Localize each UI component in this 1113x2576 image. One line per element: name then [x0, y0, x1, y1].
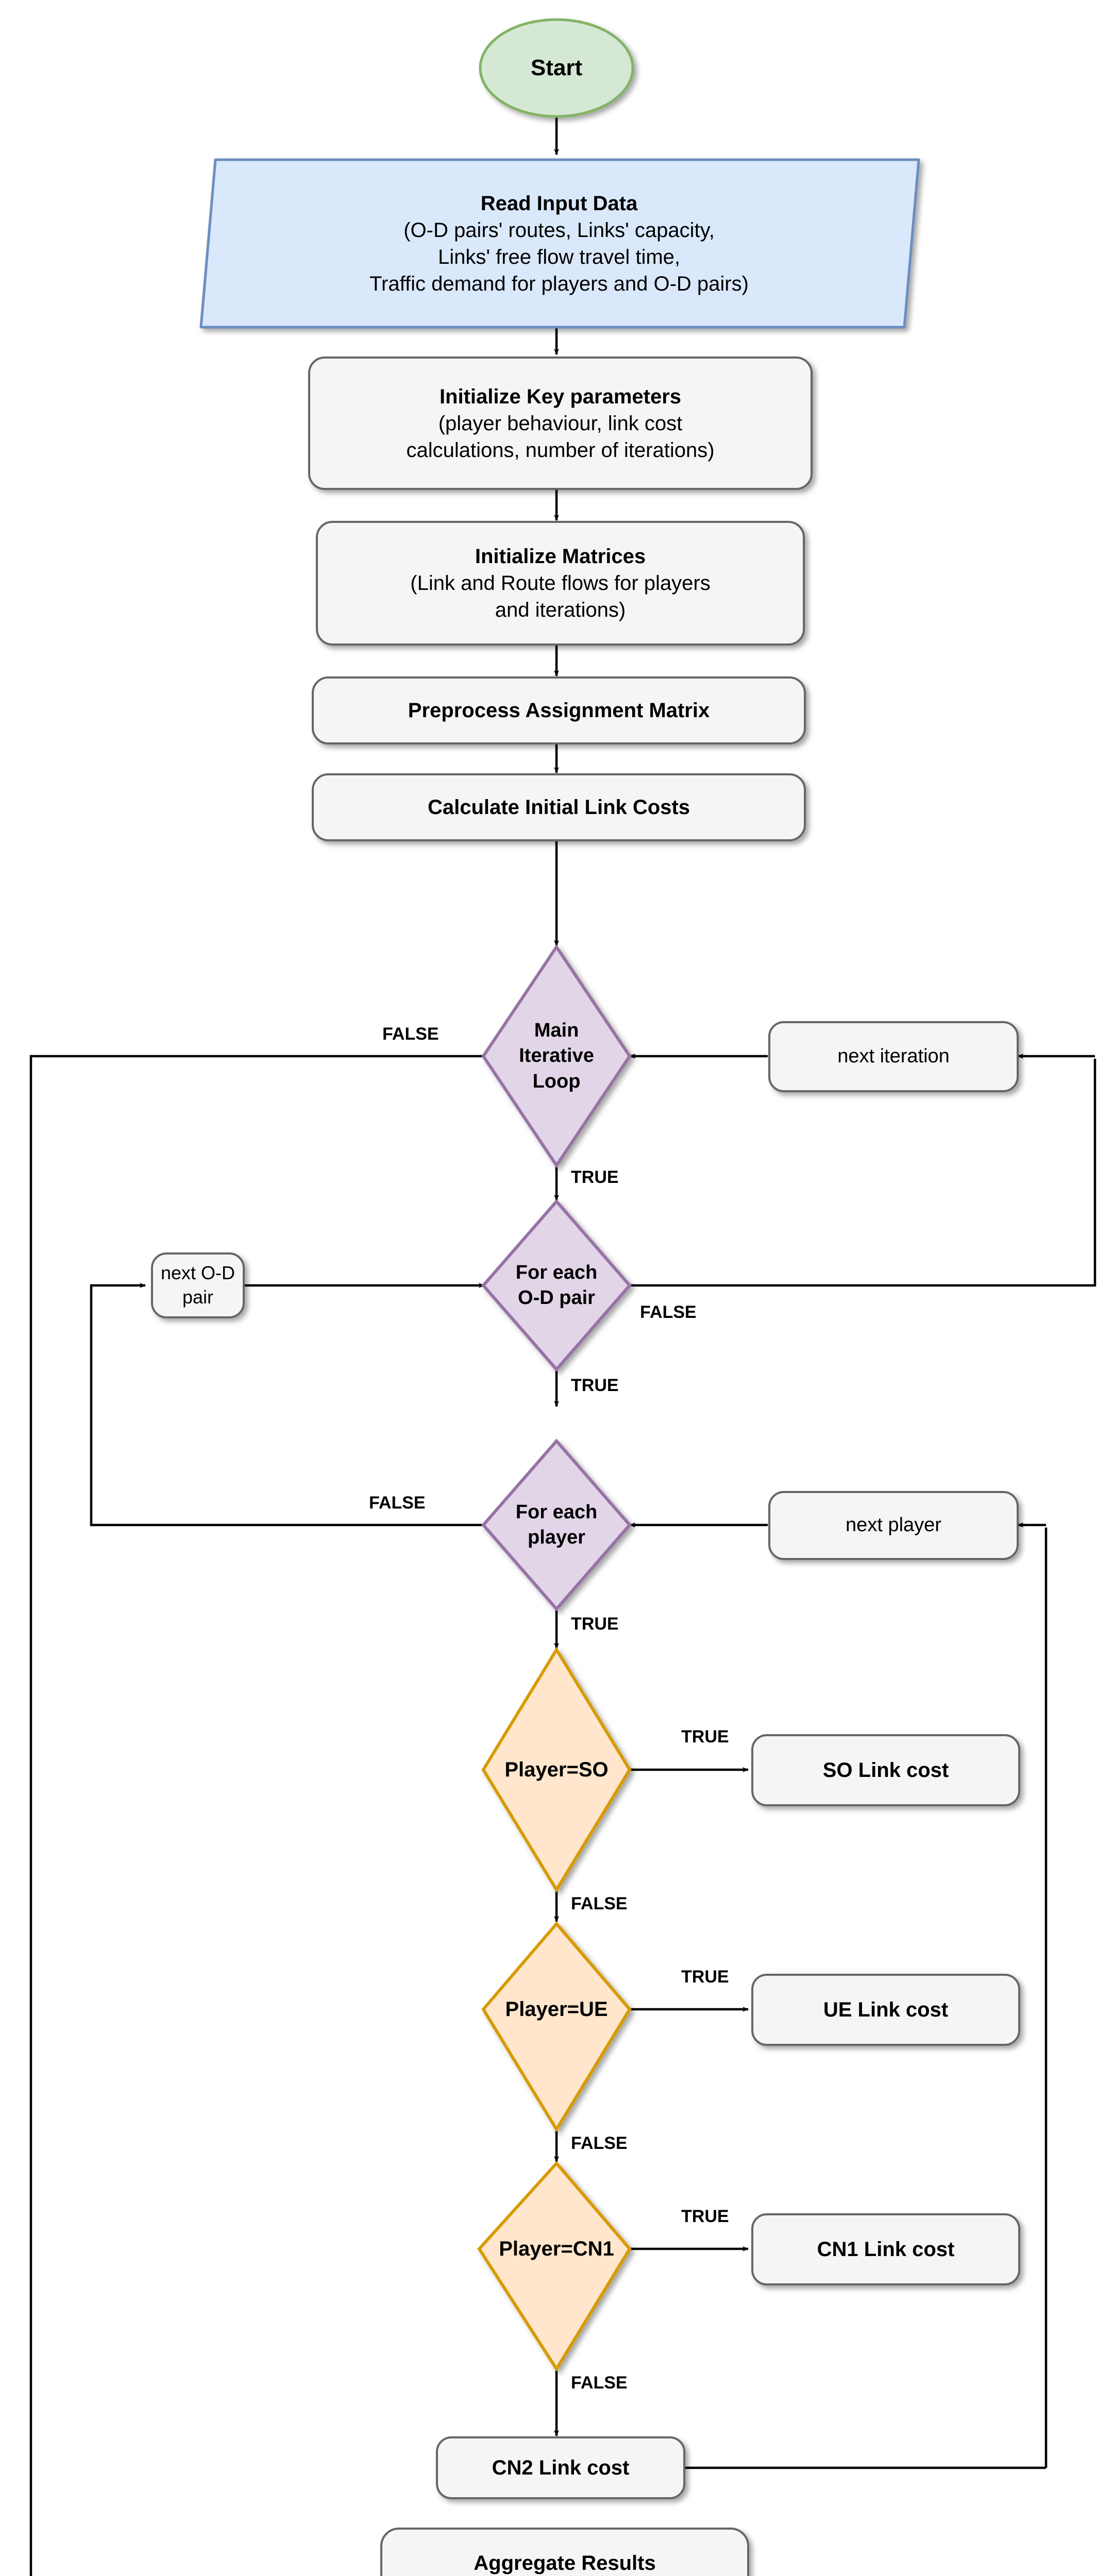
node-is-cn1-shape[interactable] — [477, 2161, 632, 2372]
node-init-params-shape[interactable] — [308, 357, 813, 490]
edge-label-main-false: FALSE — [382, 1024, 439, 1044]
node-init-matrices-shape[interactable] — [316, 521, 805, 646]
node-so-cost-shape[interactable] — [751, 1734, 1020, 1806]
node-next-iteration-shape[interactable] — [768, 1021, 1019, 1092]
node-is-so-shape[interactable] — [481, 1647, 632, 1893]
node-main-loop-shape[interactable] — [481, 944, 632, 1168]
edge-label-od-true: TRUE — [571, 1376, 619, 1395]
node-for-player-shape[interactable] — [481, 1438, 632, 1612]
node-next-player-shape[interactable] — [768, 1491, 1019, 1560]
node-next-od-shape[interactable] — [151, 1252, 245, 1318]
edge-mainloop-false-to-aggregate — [29, 1055, 490, 2576]
edge-forod-false-to-rail — [623, 1059, 1097, 1287]
edge-layer — [29, 117, 1097, 2576]
node-is-ue-shape[interactable] — [481, 1921, 632, 2132]
edge-forplayer-false-to-nextod — [90, 1283, 490, 1527]
edge-label-od-false: FALSE — [640, 1302, 697, 1322]
node-for-od-shape[interactable] — [481, 1199, 632, 1372]
edge-label-player-true: TRUE — [571, 1614, 619, 1634]
edge-label-so-true: TRUE — [681, 1727, 729, 1747]
edge-label-cn1-true: TRUE — [681, 2207, 729, 2226]
node-preprocess-shape[interactable] — [312, 676, 806, 744]
node-start-shape[interactable] — [479, 18, 634, 118]
edge-label-player-false: FALSE — [369, 1493, 426, 1513]
node-aggregate-shape[interactable] — [380, 2528, 749, 2576]
node-cn2-cost-shape[interactable] — [436, 2436, 685, 2499]
node-read-input-shape[interactable] — [199, 158, 920, 329]
edge-label-cn1-false: FALSE — [571, 2373, 628, 2393]
node-cn1-cost-shape[interactable] — [751, 2213, 1020, 2285]
node-ue-cost-shape[interactable] — [751, 1974, 1020, 2046]
edge-label-ue-true: TRUE — [681, 1967, 729, 1987]
edge-label-main-true: TRUE — [571, 1167, 619, 1187]
edge-label-ue-false: FALSE — [571, 2133, 628, 2153]
edge-label-so-false: FALSE — [571, 1894, 628, 1913]
node-init-costs-shape[interactable] — [312, 773, 806, 841]
